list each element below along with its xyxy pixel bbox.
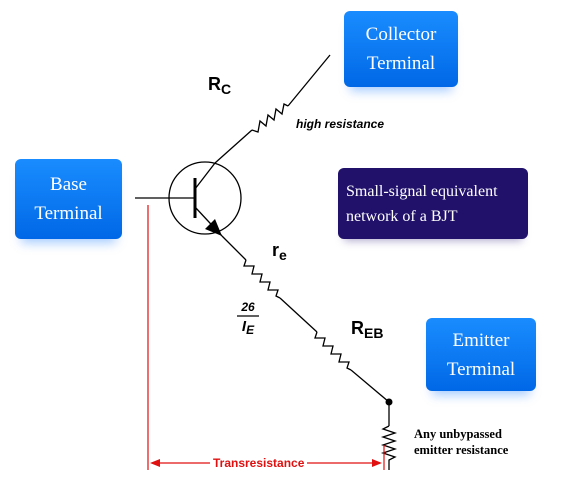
base-line1: Base (50, 174, 87, 195)
dimension-arrow-left-icon (150, 459, 160, 467)
rc-sub: C (221, 81, 232, 97)
emitter-line2: Terminal (446, 358, 516, 380)
transresistance-label: Transresistance (210, 456, 308, 470)
unbypassed-resistor (380, 425, 398, 470)
emitter-arrow-icon (205, 219, 222, 236)
collector-lead (287, 54, 331, 107)
base-line2: Terminal (34, 203, 103, 224)
emitter-wire-end (350, 369, 390, 403)
frac-den-sub: E (246, 323, 255, 337)
collector-wire (214, 129, 253, 164)
re-main: r (272, 240, 280, 260)
unbypassed-line2: emitter resistance (414, 443, 509, 457)
collector-internal (194, 162, 216, 190)
re-label: re (272, 240, 287, 263)
emitter-wire (221, 235, 247, 261)
reb-sub: EB (364, 325, 384, 341)
title-line2: network of a BJT (346, 207, 458, 225)
rc-main: R (208, 74, 221, 94)
title-box: Small-signal equivalent network of a BJT (338, 168, 528, 239)
high-resistance-label: high resistance (296, 117, 385, 131)
unbypassed-line1: Any unbypassed (414, 427, 502, 441)
reb-resistor (314, 331, 352, 371)
fraction-denominator: IE (235, 318, 261, 337)
reb-main: R (351, 318, 364, 338)
reb-label: REB (351, 318, 383, 341)
re-resistor (243, 259, 281, 299)
collector-line2: Terminal (366, 53, 436, 74)
collector-line1: Collector (365, 24, 437, 45)
frac-den-main: I (241, 318, 247, 335)
rc-resistor (251, 103, 289, 133)
dimension-arrow-right-icon (372, 459, 382, 467)
fraction-numerator: 26 (241, 300, 255, 314)
rc-label: RC (208, 74, 231, 97)
unbypassed-label: Any unbypassed emitter resistance (414, 426, 508, 458)
re-sub: e (279, 247, 287, 263)
title-line1: Small-signal equivalent (346, 182, 498, 200)
emitter-line1: Emitter (452, 329, 510, 351)
emitter-wire-mid (279, 297, 318, 333)
